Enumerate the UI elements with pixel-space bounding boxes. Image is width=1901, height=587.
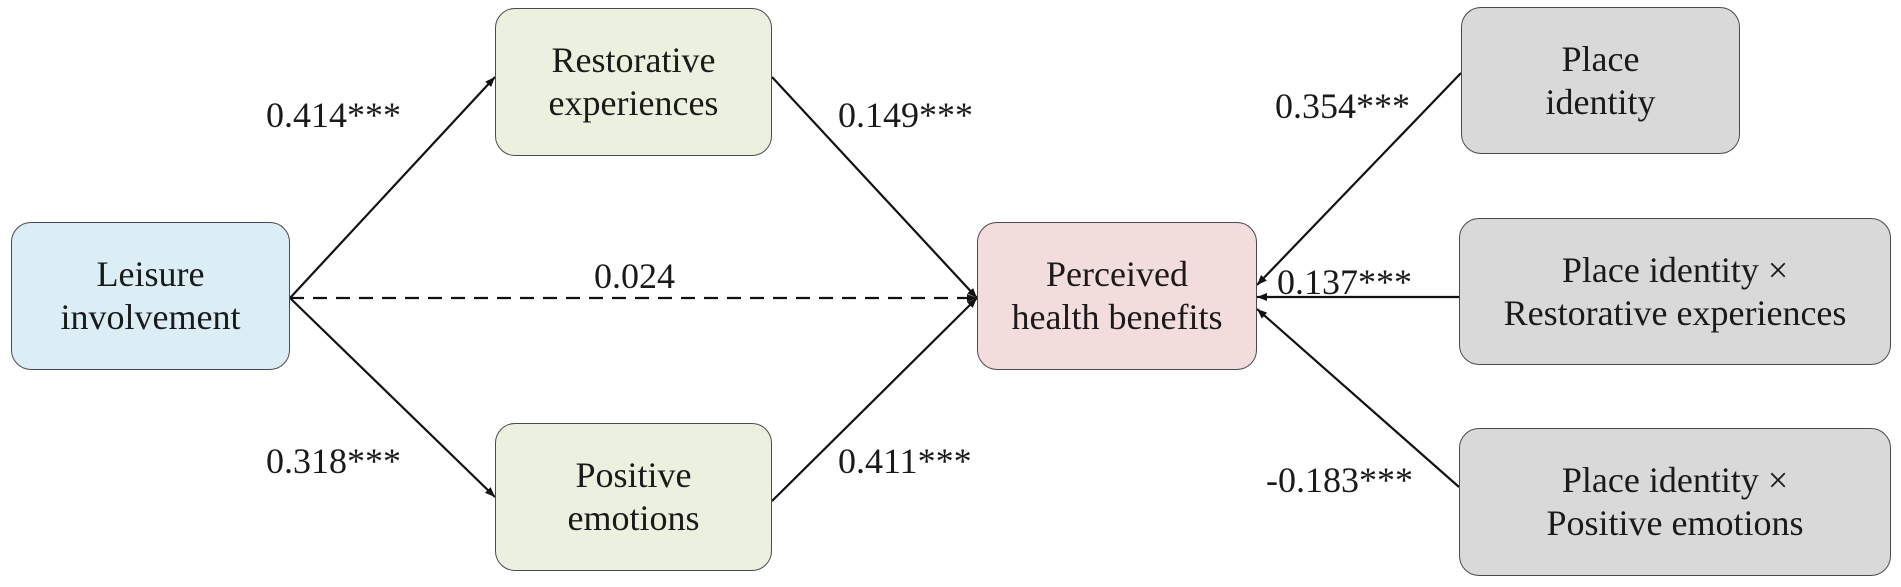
edge-label-interaction-positive-to-health: -0.183*** xyxy=(1266,460,1413,500)
edge-label-place-identity-to-health: 0.354*** xyxy=(1275,86,1410,126)
node-label-line1: Positive xyxy=(575,455,692,495)
node-place-identity-x-positive: Place identity × Positive emotions xyxy=(1459,428,1891,576)
node-label-line2: Restorative experiences xyxy=(1503,292,1847,333)
node-label-line2: involvement xyxy=(60,297,241,337)
node-label-line1: Perceived xyxy=(1046,254,1188,294)
edge-label-positive-to-health: 0.411*** xyxy=(838,441,972,481)
node-label-line1: Place identity × xyxy=(1561,460,1789,500)
node-label-line1: Place xyxy=(1561,38,1640,79)
arrow-place-identity-to-health xyxy=(1256,72,1462,286)
node-label-line2: emotions xyxy=(567,498,700,538)
node-label-line1: Restorative xyxy=(551,40,716,80)
edge-label-leisure-to-positive: 0.318*** xyxy=(266,441,401,481)
node-place-identity: Place identity xyxy=(1461,7,1740,154)
node-label-line1: Place identity × xyxy=(1561,249,1789,290)
node-restorative-experiences: Restorative experiences xyxy=(495,8,772,156)
arrow-leisure-to-positive xyxy=(289,297,496,498)
node-label-line2: identity xyxy=(1545,81,1656,122)
arrow-positive-to-health xyxy=(771,297,978,502)
node-label-line2: health benefits xyxy=(1011,297,1223,337)
edge-label-interaction-restorative-to-health: 0.137*** xyxy=(1277,262,1412,302)
edge-label-leisure-to-restorative: 0.414*** xyxy=(266,95,401,135)
node-perceived-health-benefits: Perceived health benefits xyxy=(977,222,1257,370)
edge-label-restorative-to-health: 0.149*** xyxy=(838,95,973,135)
edge-label-leisure-to-health: 0.024 xyxy=(594,256,675,296)
node-positive-emotions: Positive emotions xyxy=(495,423,772,571)
node-label-line2: Positive emotions xyxy=(1546,503,1804,543)
node-label-line2: experiences xyxy=(548,83,719,123)
node-place-identity-x-restorative: Place identity × Restorative experiences xyxy=(1459,218,1891,365)
arrow-restorative-to-health xyxy=(771,76,978,299)
node-leisure-involvement: Leisure involvement xyxy=(11,222,290,370)
arrow-leisure-to-restorative xyxy=(289,76,496,299)
node-label-line1: Leisure xyxy=(96,254,205,294)
arrow-interaction-positive-to-health xyxy=(1256,308,1460,488)
